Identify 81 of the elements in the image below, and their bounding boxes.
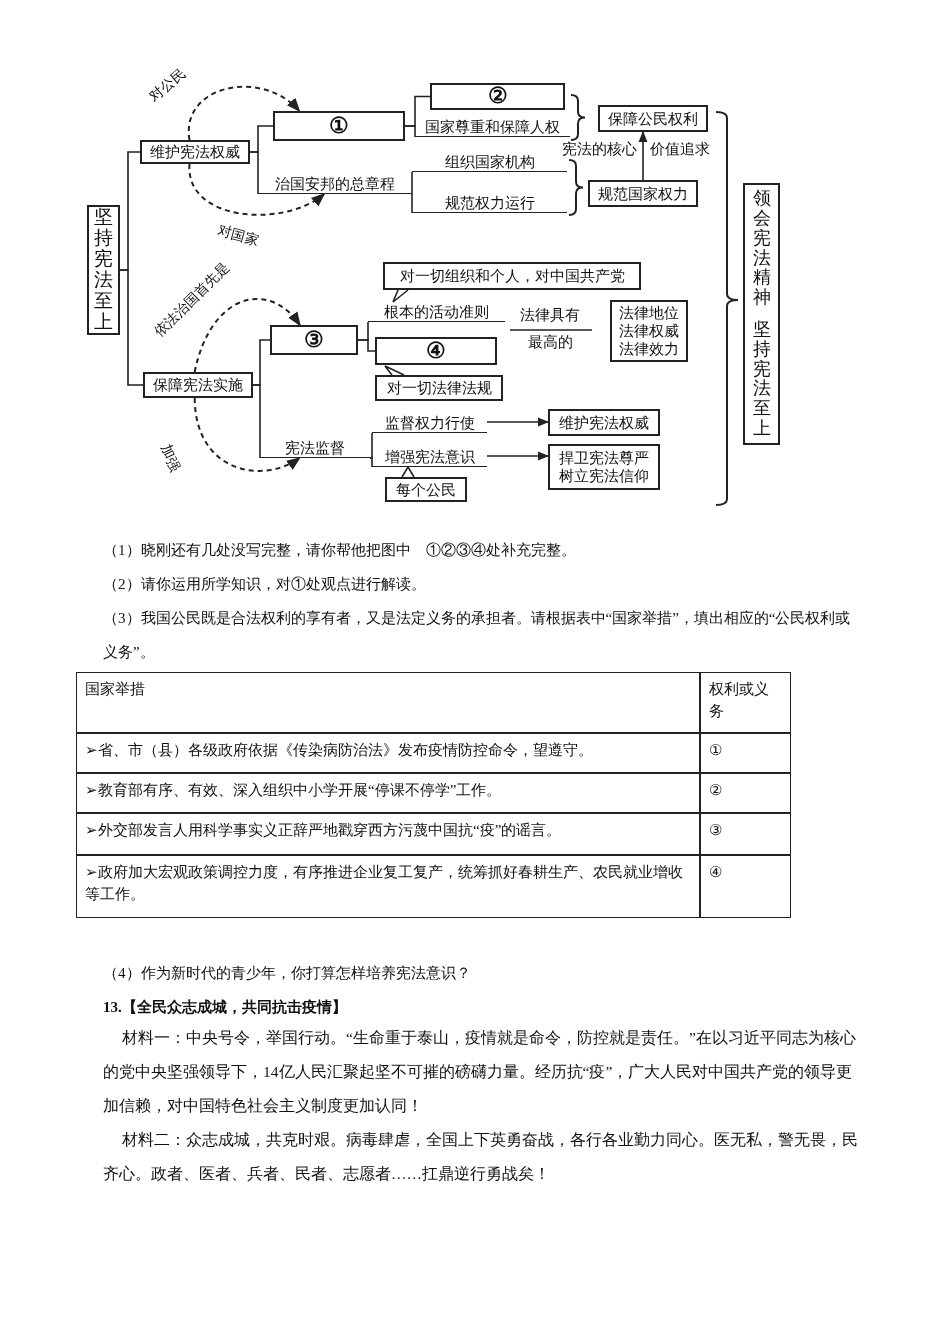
- table-cell: 国家举措: [76, 672, 700, 733]
- branch-text: 国家尊重和保障人权: [425, 118, 560, 136]
- blank-box: [375, 337, 497, 365]
- diagram-label: 最高的: [528, 333, 573, 352]
- box-text: 法律权威: [619, 322, 679, 340]
- concept-box: [588, 180, 698, 207]
- concept-box: [140, 140, 250, 164]
- arrow: [638, 130, 648, 181]
- branch-text: 治国安邦的总章程: [275, 175, 395, 193]
- box-text: 对一切组织和个人，对中国共产党: [399, 267, 625, 285]
- arrow: [486, 417, 550, 427]
- table-cell: ➢政府加大宏观政策调控力度，有序推进企业复工复产，统筹抓好春耕生产、农民就业增收等工作。: [76, 855, 700, 918]
- branch-text: 组织国家机构: [444, 153, 535, 171]
- circled-number: ①: [329, 112, 349, 140]
- box-text: 维护宪法权威: [150, 143, 240, 161]
- box-text: 每个公民: [396, 480, 456, 499]
- table-cell: ➢省、市（县）各级政府依据《传染病防治法》发布疫情防控命令，望遵守。: [76, 733, 700, 773]
- dashed-arrow: [193, 397, 301, 472]
- table-cell: ④: [700, 855, 791, 918]
- table-cell: ➢教育部有序、有效、深入组织中小学开展“停课不停学”工作。: [76, 773, 700, 813]
- box-text: 保障公民权利: [608, 109, 698, 128]
- diagram-label: 宪法的核心: [562, 140, 637, 159]
- connector-line: [252, 384, 261, 459]
- vertical-text: 坚持宪法至上: [752, 320, 771, 439]
- callout-box: [383, 262, 641, 290]
- callout-box: [385, 477, 467, 502]
- concept-box: [548, 444, 660, 490]
- branch-text: 增强宪法意识: [384, 448, 475, 466]
- table-cell: ➢外交部发言人用科学事实义正辞严地戳穿西方污蔑中国抗“疫”的谣言。: [76, 813, 700, 855]
- branch-text: 根本的活动准则: [384, 303, 489, 321]
- connector-line: [404, 125, 416, 138]
- box-text: 保障宪法实施: [153, 376, 243, 394]
- box-text: 树立宪法信仰: [559, 467, 649, 485]
- question-text: （2）请你运用所学知识，对①处观点进行解读。: [103, 575, 427, 594]
- concept-box: [598, 105, 708, 132]
- circled-number: ②: [487, 83, 508, 110]
- connector-line: [119, 269, 144, 386]
- section-heading: 13.【全民众志成城，共同抗击疫情】: [103, 998, 348, 1017]
- box-text: 法律地位: [619, 304, 679, 322]
- question-text: （4）作为新时代的青少年，你打算怎样培养宪法意识？: [103, 964, 472, 983]
- circled-number: ④: [426, 337, 446, 365]
- dashed-arrow: [193, 298, 301, 373]
- dashed-arrow: [188, 163, 326, 216]
- connector-line: [411, 193, 413, 214]
- vertical-title-box: [743, 183, 780, 445]
- connector-line: [369, 457, 373, 468]
- branch-text: 宪法监督: [285, 439, 345, 457]
- branch-text: 规范权力运行: [444, 194, 535, 212]
- branch-text: 监督权力行使: [384, 414, 475, 432]
- concept-box: [143, 372, 253, 398]
- circled-number: ③: [304, 326, 324, 354]
- box-text: 维护宪法权威: [559, 413, 649, 432]
- callout-box: [375, 375, 503, 401]
- concept-box: [610, 300, 688, 362]
- diagram-label: 法律具有: [520, 306, 580, 325]
- dashed-arrow: [187, 85, 301, 141]
- vertical-title-box: [87, 205, 120, 335]
- concept-box: [548, 409, 660, 436]
- blank-box: [270, 325, 358, 355]
- blank-box: [430, 83, 565, 110]
- table-cell: 权利或义务: [700, 672, 791, 733]
- arrow: [486, 451, 550, 461]
- table-cell: ①: [700, 733, 791, 773]
- table-cell: ③: [700, 813, 791, 855]
- box-text: 捍卫宪法尊严: [559, 449, 649, 467]
- connector-line: [357, 339, 376, 352]
- box-text: 规范国家权力: [598, 184, 688, 203]
- question-text: （1）晓刚还有几处没写完整，请你帮他把图中 ①②③④处补充完整。: [103, 541, 577, 560]
- question-text: （3）我国公民既是合法权利的享有者，又是法定义务的承担者。请根据表中“国家举措”，填出相应的“公民权利或义务”。: [103, 609, 852, 662]
- material-paragraph: 材料二：众志成城，共克时艰。病毒肆虐，全国上下英勇奋战，各行各业勤力同心。医无私，警无畏，民齐心。政者、医者、兵者、民者、志愿者……扛鼎逆行勇战矣！: [103, 1130, 859, 1184]
- box-text: 对一切法律法规: [386, 379, 492, 397]
- material-paragraph: 材料一：中央号令，举国行动。“生命重于泰山，疫情就是命令，防控就是责任。”在以习近平同志为核心的党中央坚强领导下，14亿人民汇聚起坚不可摧的磅礴力量。经历抗“疫”，广大人民对中国共产党的领导更加信赖，对中国特色社会主义制度更加认同！: [103, 1028, 857, 1116]
- table-cell: ②: [700, 773, 791, 813]
- connector-line: [249, 151, 259, 195]
- box-text: 法律效力: [619, 340, 679, 358]
- vertical-text: 领会宪法精神: [752, 189, 771, 308]
- diagram-label: 价值追求: [650, 140, 710, 159]
- vertical-text: 坚持宪法至上: [94, 207, 113, 333]
- connector-line: [369, 432, 373, 459]
- blank-box: [273, 111, 405, 141]
- connector-line: [411, 171, 413, 195]
